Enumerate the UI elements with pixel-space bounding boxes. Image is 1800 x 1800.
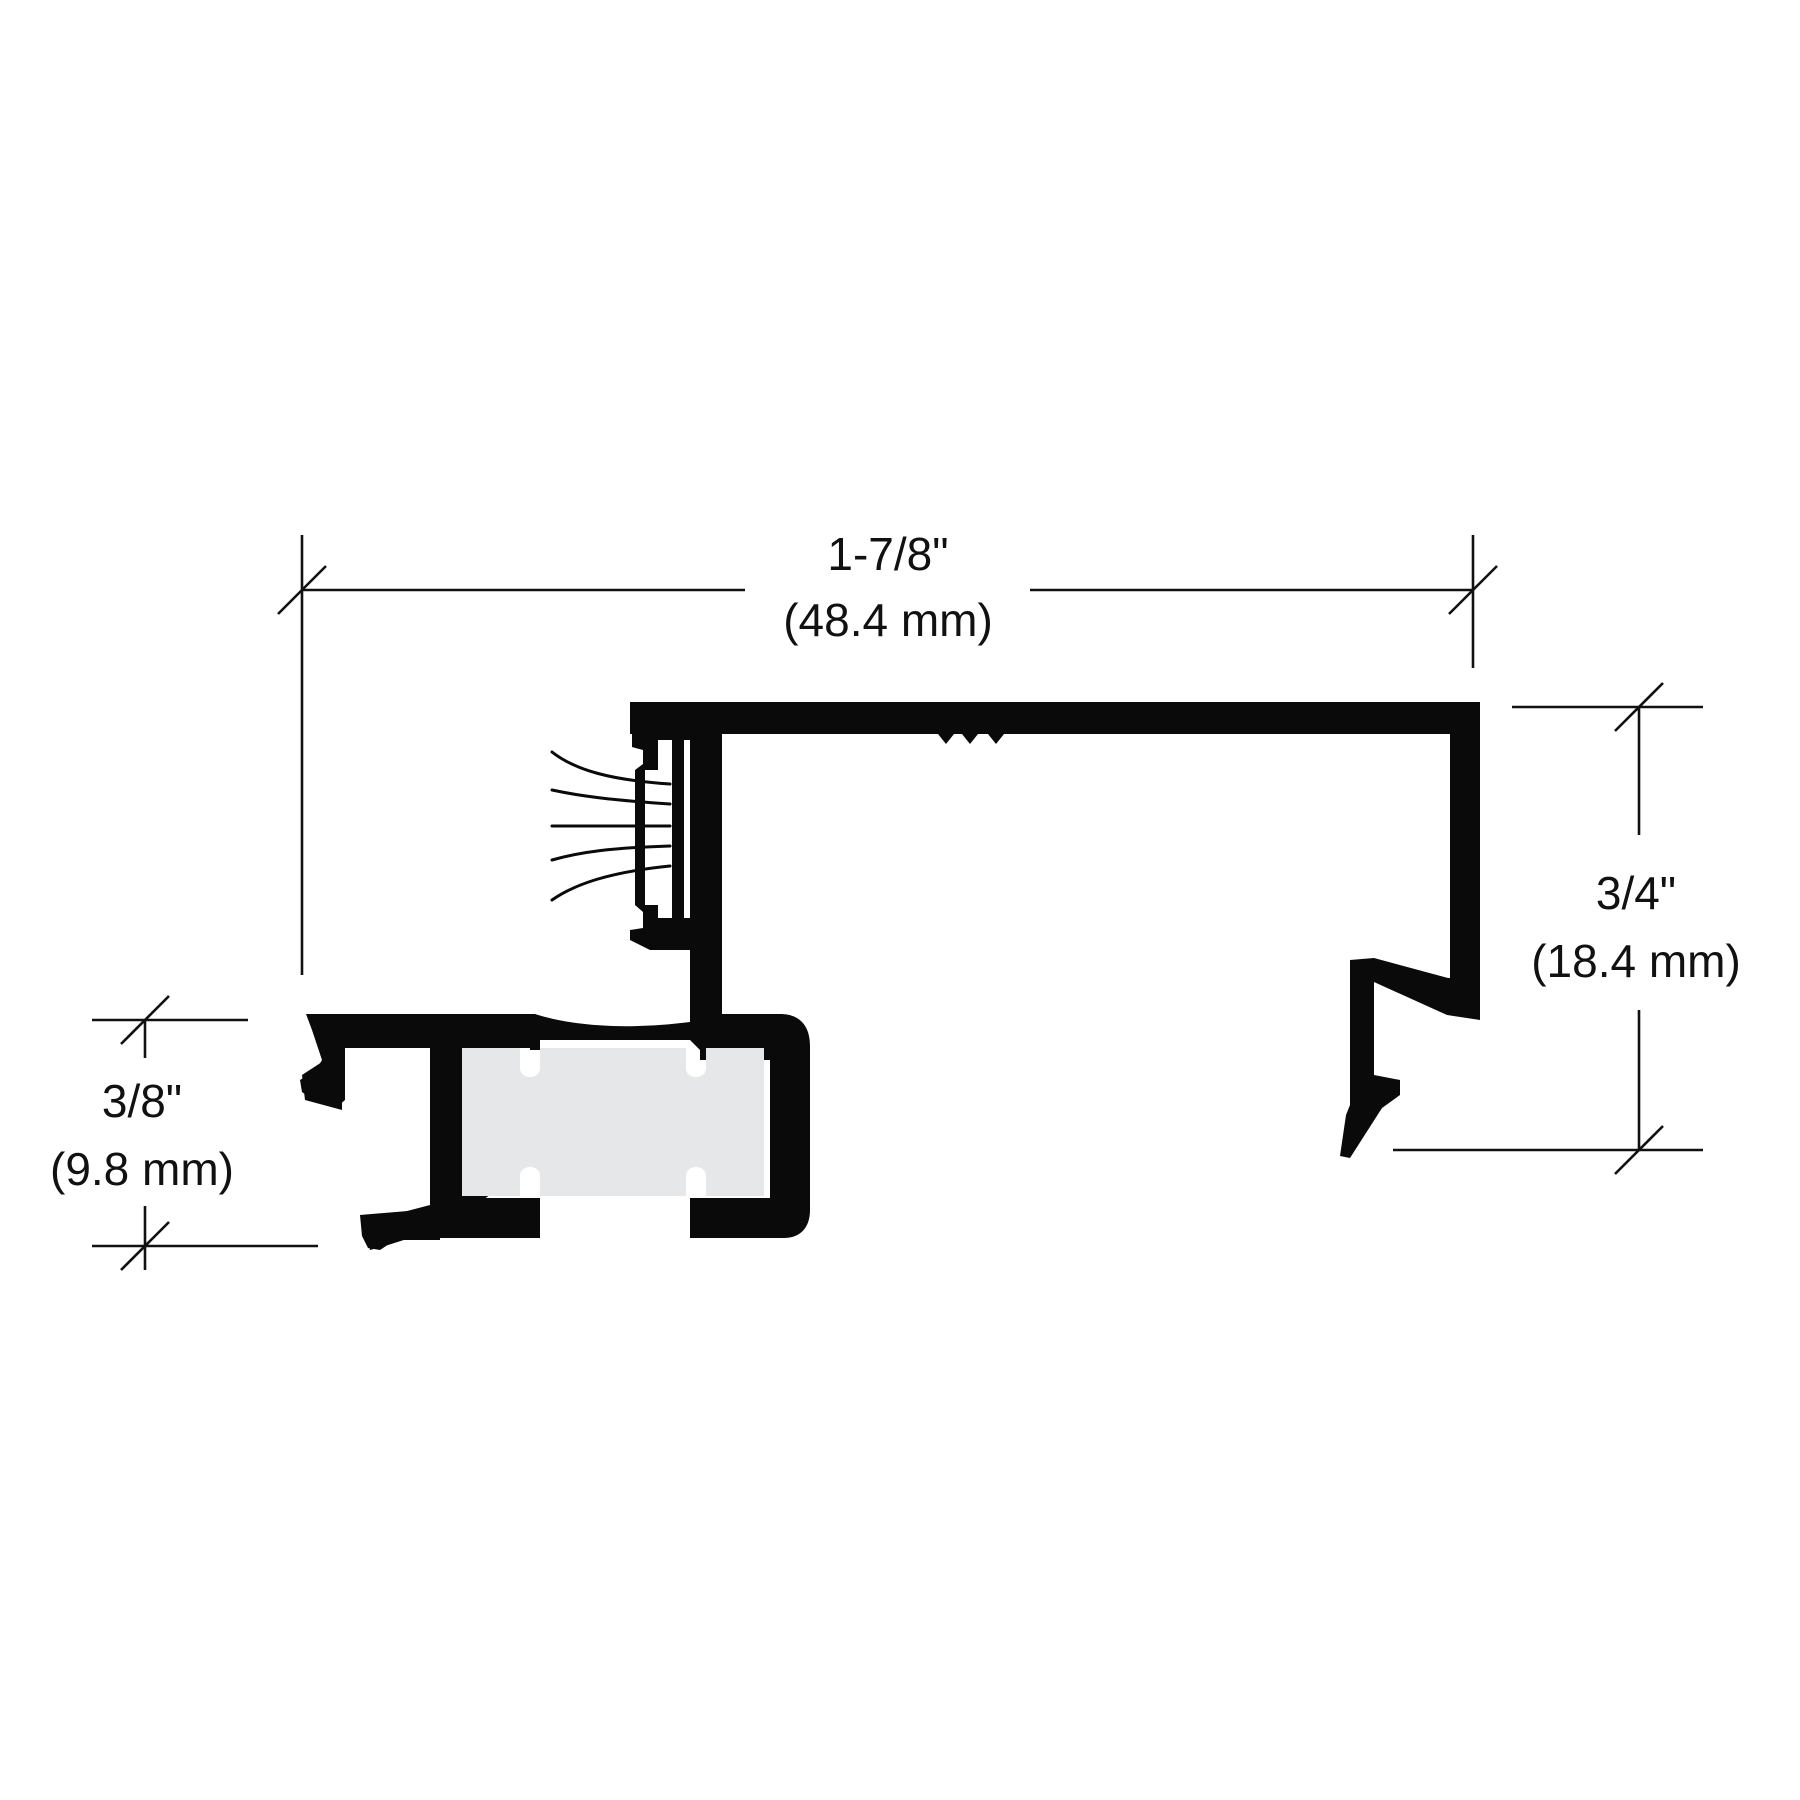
- insert-block: [462, 1048, 764, 1196]
- left-hook: [302, 1060, 342, 1110]
- width-imperial-label: 1-7/8": [827, 528, 948, 580]
- brush-bristle-2: [550, 788, 672, 806]
- cavity-bottom-wall: [430, 1198, 540, 1238]
- brush-bristle-1: [550, 750, 672, 786]
- right-height-metric-label: (18.4 mm): [1531, 935, 1741, 987]
- center-web: [690, 705, 722, 1025]
- top-flange-notches: [938, 734, 1004, 744]
- cavity-right-wall-bottom: [690, 1198, 770, 1238]
- brush-carrier-back: [672, 738, 684, 920]
- right-height-tick-bottom: [1614, 1125, 1664, 1175]
- width-tick-left: [277, 565, 327, 615]
- brush-carrier: [630, 704, 705, 950]
- left-height-tick-top: [120, 995, 170, 1045]
- width-dimension: 1-7/8" (48.4 mm): [277, 528, 1498, 975]
- left-height-imperial-label: 3/8": [102, 1075, 182, 1127]
- bottom-left-lip: [360, 1210, 440, 1250]
- width-tick-right: [1448, 565, 1498, 615]
- left-height-dimension: 3/8" (9.8 mm): [50, 995, 318, 1271]
- left-height-metric-label: (9.8 mm): [50, 1143, 234, 1195]
- aluminum-profile: [300, 702, 1480, 1250]
- top-flange: [630, 702, 1480, 734]
- left-height-tick-bottom: [120, 1221, 170, 1271]
- insert-body: [462, 1048, 764, 1196]
- right-height-tick-top: [1614, 682, 1664, 732]
- width-metric-label: (48.4 mm): [783, 594, 993, 646]
- right-height-dimension: 3/4" (18.4 mm): [1393, 682, 1741, 1175]
- right-height-imperial-label: 3/4": [1596, 867, 1676, 919]
- brush-bristle-5: [550, 864, 672, 902]
- right-return-leg: [1340, 702, 1480, 1158]
- brush-bristle-4: [550, 844, 672, 862]
